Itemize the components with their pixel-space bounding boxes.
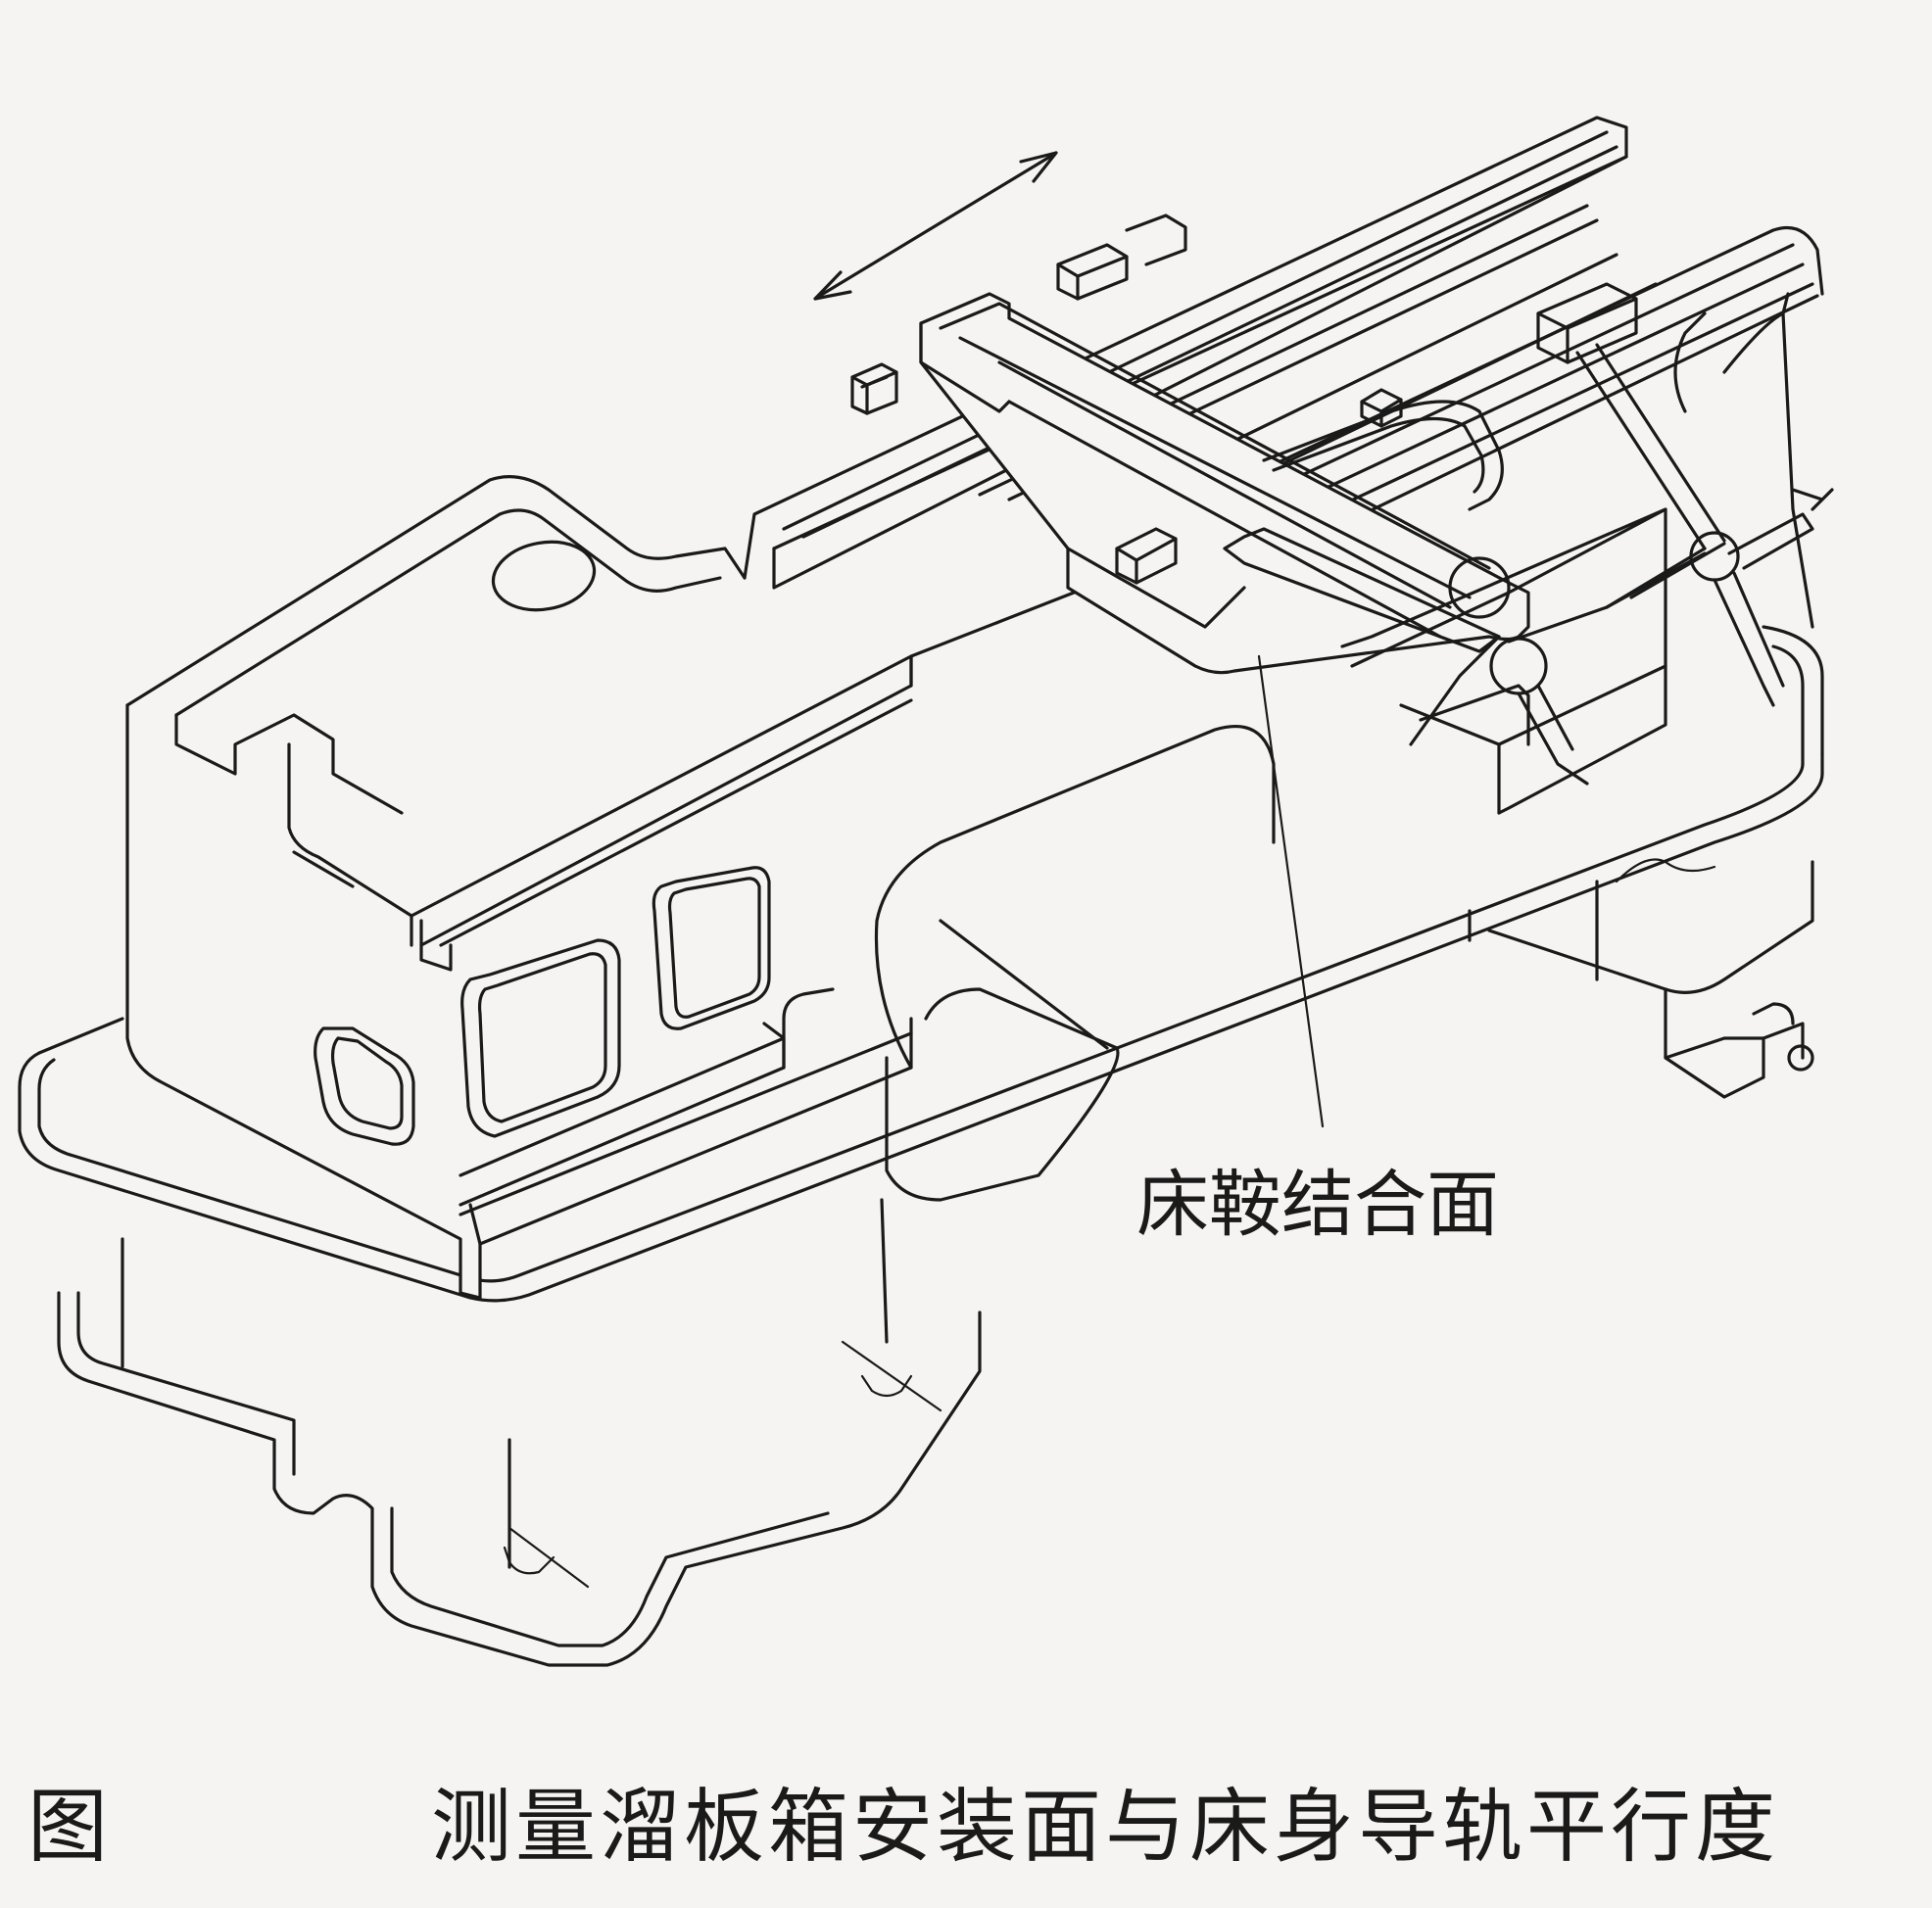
travel-direction-arrow <box>813 151 1058 301</box>
measuring-rig <box>1409 282 1834 786</box>
bed-tail-end <box>1340 292 1814 1099</box>
callout-leader <box>1257 654 1325 1128</box>
bed-casting <box>125 475 1276 1300</box>
bed-base-feet <box>57 1198 982 1667</box>
bed-guideways <box>743 116 1824 601</box>
figure-caption: 测量溜板箱安装面与床身导轨平行度 <box>431 1781 1779 1874</box>
figure-prefix: 图 <box>27 1781 108 1874</box>
saddle-mating-surface-label: 床鞍结合面 <box>1136 1163 1499 1247</box>
